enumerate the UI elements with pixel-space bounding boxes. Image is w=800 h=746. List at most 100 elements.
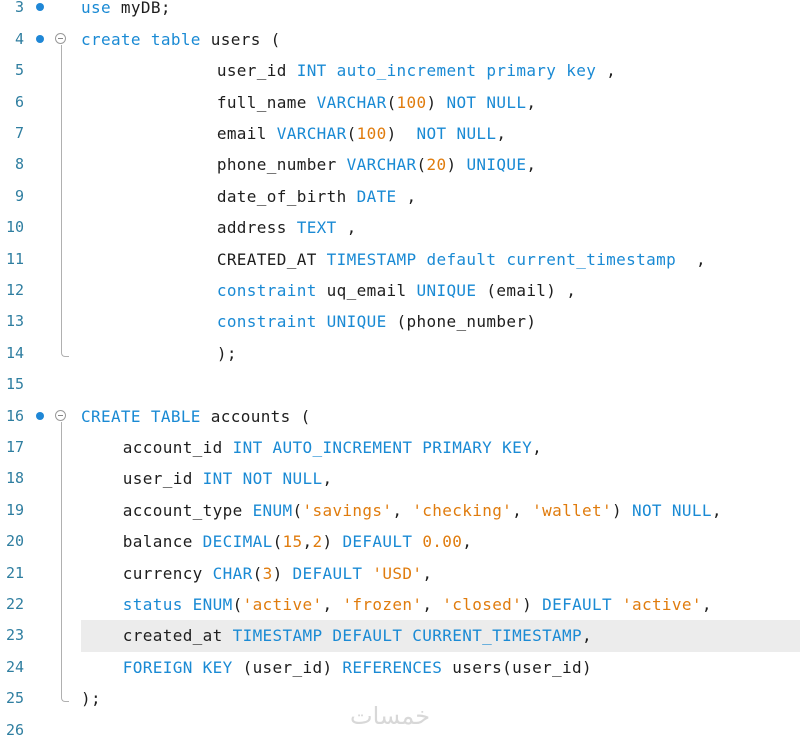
code-line[interactable]: 14); [0, 338, 800, 369]
string-token: 'savings' [302, 500, 393, 520]
text-token: ( [292, 500, 303, 520]
text-token: ) [612, 500, 632, 520]
fold-collapse-icon[interactable] [55, 32, 66, 44]
code-text: currency CHAR(3) DEFAULT 'USD', [123, 558, 433, 589]
number-token: 0.00 [422, 532, 463, 552]
number-token: 2 [312, 532, 323, 552]
code-text: constraint UNIQUE (phone_number) [217, 306, 536, 337]
text-token [362, 564, 372, 583]
text-token: , [422, 594, 443, 614]
text-token: (user_id) [232, 657, 343, 677]
keyword-token: create table [81, 29, 201, 49]
line-number: 10 [5, 218, 24, 237]
text-token: , [676, 249, 707, 269]
code-line[interactable]: 23 created_at TIMESTAMP DEFAULT CURRENT_T… [0, 620, 800, 652]
code-text: account_type ENUM('savings', 'checking',… [123, 495, 722, 526]
breakpoint-dot-icon[interactable] [36, 411, 44, 420]
keyword-token: INT auto_increment primary key [296, 61, 597, 81]
text-token: account_type [122, 500, 253, 520]
string-token: 'active' [242, 594, 323, 614]
line-number: 21 [5, 563, 24, 582]
text-token: myDB; [110, 0, 171, 18]
keyword-token: constraint UNIQUE [216, 312, 387, 332]
keyword-token: NOT NULL [446, 92, 527, 112]
text-token: accounts ( [200, 406, 311, 426]
keyword-token: UNIQUE [466, 155, 527, 175]
line-number: 18 [5, 469, 24, 488]
code-line[interactable]: 21 currency CHAR(3) DEFAULT 'USD', [0, 558, 800, 589]
code-text: status ENUM('active', 'frozen', 'closed'… [123, 589, 712, 620]
string-token: 'frozen' [342, 594, 423, 614]
line-number: 25 [5, 689, 24, 708]
text-token: users ( [200, 29, 281, 49]
text-token: phone_number [216, 155, 347, 175]
code-line[interactable]: 25); [0, 683, 800, 714]
keyword-token: UNIQUE [416, 280, 477, 300]
line-number: 16 [5, 406, 24, 425]
text-token: ); [216, 343, 237, 363]
text-token: , [526, 92, 537, 112]
text-token: ); [81, 689, 101, 709]
code-line[interactable]: 15 [0, 369, 800, 400]
text-token: ( [252, 563, 263, 583]
keyword-token: INT AUTO_INCREMENT PRIMARY KEY [232, 437, 533, 457]
code-text: user_id INT auto_increment primary key , [217, 55, 616, 86]
keyword-token: CREATE TABLE [81, 406, 201, 426]
line-number: 15 [5, 375, 24, 394]
text-token: CREATED_AT [216, 249, 327, 269]
text-token: ( [416, 155, 427, 175]
text-token: , [532, 437, 543, 457]
text-token: , [582, 626, 592, 646]
text-token: account_id [122, 437, 233, 457]
text-token: (email) , [476, 280, 577, 300]
code-line[interactable]: 26 [0, 715, 800, 746]
keyword-token: constraint [216, 280, 317, 300]
string-token: 'USD' [372, 563, 423, 583]
breakpoint-dot-icon[interactable] [36, 34, 44, 43]
text-token: currency [122, 563, 213, 583]
code-line[interactable]: 16 CREATE TABLE accounts ( [0, 401, 800, 432]
line-number: 7 [14, 123, 24, 142]
text-token: ) [272, 563, 293, 583]
fold-end-marker [61, 695, 69, 703]
line-number: 14 [5, 343, 24, 362]
text-token: user_id [122, 469, 203, 489]
keyword-token: ENUM [252, 500, 293, 520]
code-line[interactable]: 18 user_id INT NOT NULL, [0, 463, 800, 494]
number-token: 20 [426, 155, 447, 175]
breakpoint-dot-icon[interactable] [36, 3, 44, 12]
keyword-token: REFERENCES [342, 657, 443, 677]
keyword-token: DATE [356, 186, 397, 206]
keyword-token: NOT NULL [631, 500, 712, 520]
code-text: user_id INT NOT NULL, [123, 463, 333, 494]
code-line[interactable]: 9 date_of_birth DATE , [0, 181, 800, 212]
fold-collapse-icon[interactable] [55, 409, 66, 421]
text-token: , [392, 500, 413, 520]
keyword-token: VARCHAR [316, 92, 387, 112]
line-number: 3 [14, 0, 24, 17]
code-text: date_of_birth DATE , [217, 181, 417, 212]
code-text: balance DECIMAL(15,2) DEFAULT 0.00, [123, 526, 472, 557]
code-line[interactable]: 5 user_id INT auto_increment primary key … [0, 55, 800, 86]
line-number: 12 [5, 280, 24, 299]
line-number: 9 [14, 186, 24, 205]
line-number: 5 [14, 61, 24, 80]
line-number: 23 [5, 626, 24, 645]
text-token: ) [386, 123, 417, 143]
line-number: 11 [5, 249, 24, 268]
code-text: created_at TIMESTAMP DEFAULT CURRENT_TIM… [123, 620, 592, 651]
